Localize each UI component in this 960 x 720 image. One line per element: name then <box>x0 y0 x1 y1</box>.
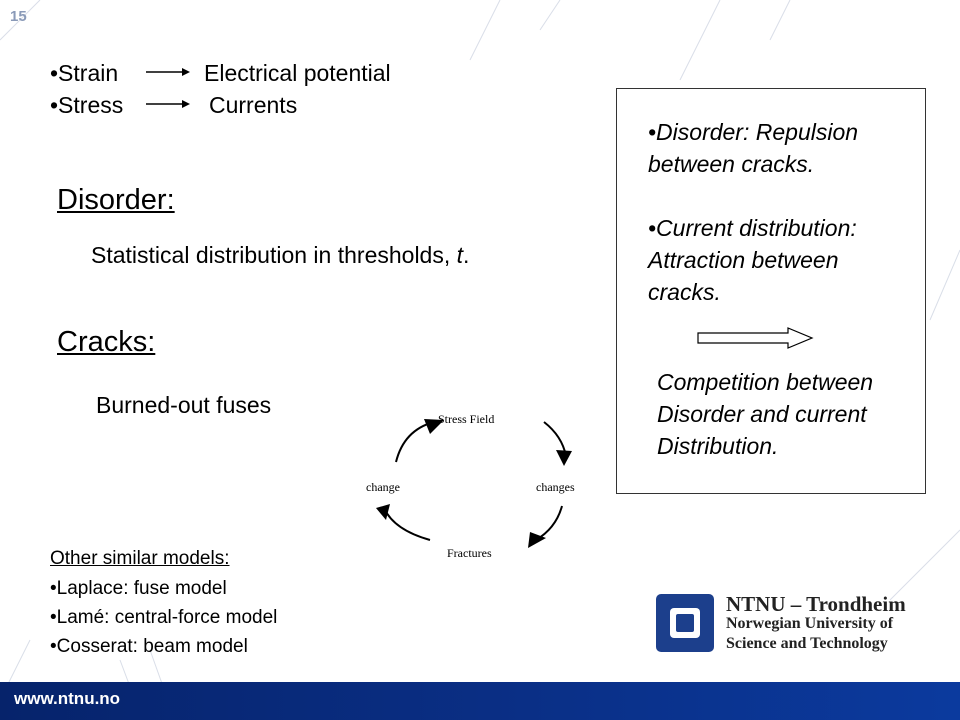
logo-subtitle-1: Norwegian University of <box>726 615 894 632</box>
conclusion-line-1: Competition between <box>657 369 874 395</box>
disorder-heading: Disorder: <box>57 184 175 216</box>
footer-url[interactable]: www.ntnu.no <box>14 689 121 708</box>
arrowhead-icon <box>376 504 390 520</box>
bullet-strain: •Strain <box>50 60 119 86</box>
disorder-description: Statistical distribution in thresholds, … <box>91 242 470 268</box>
bullet-currents: Currents <box>209 92 298 118</box>
cycle-label-left: change <box>366 480 400 494</box>
conclusion-line-2: Disorder and current <box>657 401 867 427</box>
other-model-item: •Cosserat: beam model <box>50 636 248 657</box>
arrowhead-icon <box>556 450 572 466</box>
cycle-arrows <box>376 419 572 548</box>
arrow-right-icon <box>146 100 190 108</box>
cycle-label-bottom: Fractures <box>447 546 492 560</box>
box-line-cracks: cracks. <box>648 279 721 305</box>
footer-bar <box>0 682 960 720</box>
logo-title: NTNU – Trondheim <box>726 592 906 616</box>
cycle-diagram: Stress Field changes Fractures change <box>356 400 596 570</box>
summary-box <box>616 88 926 494</box>
slide-number: 15 <box>10 8 27 25</box>
cycle-label-right: changes <box>536 480 575 494</box>
box-line-current-cont: Attraction between <box>648 247 839 273</box>
other-model-item: •Lamé: central-force model <box>50 607 278 628</box>
conclusion-line-3: Distribution. <box>657 433 779 459</box>
bullet-electrical-potential: Electrical potential <box>204 60 391 86</box>
cracks-description: Burned-out fuses <box>96 392 272 418</box>
arrowhead-icon <box>528 532 546 548</box>
other-model-item: •Laplace: fuse model <box>50 578 227 599</box>
other-models-title: Other similar models: <box>50 548 230 569</box>
bullet-stress: •Stress <box>50 92 124 118</box>
cracks-heading: Cracks: <box>57 326 156 358</box>
box-line-disorder-cont: between cracks. <box>648 151 815 177</box>
cycle-label-top: Stress Field <box>438 412 495 426</box>
box-line-current: •Current distribution: <box>648 215 857 241</box>
logo-subtitle-2: Science and Technology <box>726 635 888 652</box>
ntnu-logo-icon <box>656 594 714 652</box>
arrow-right-icon <box>146 68 190 76</box>
arrowhead-icon <box>424 419 444 434</box>
box-line-disorder: •Disorder: Repulsion <box>648 119 859 145</box>
hollow-arrow-icon <box>697 327 814 349</box>
